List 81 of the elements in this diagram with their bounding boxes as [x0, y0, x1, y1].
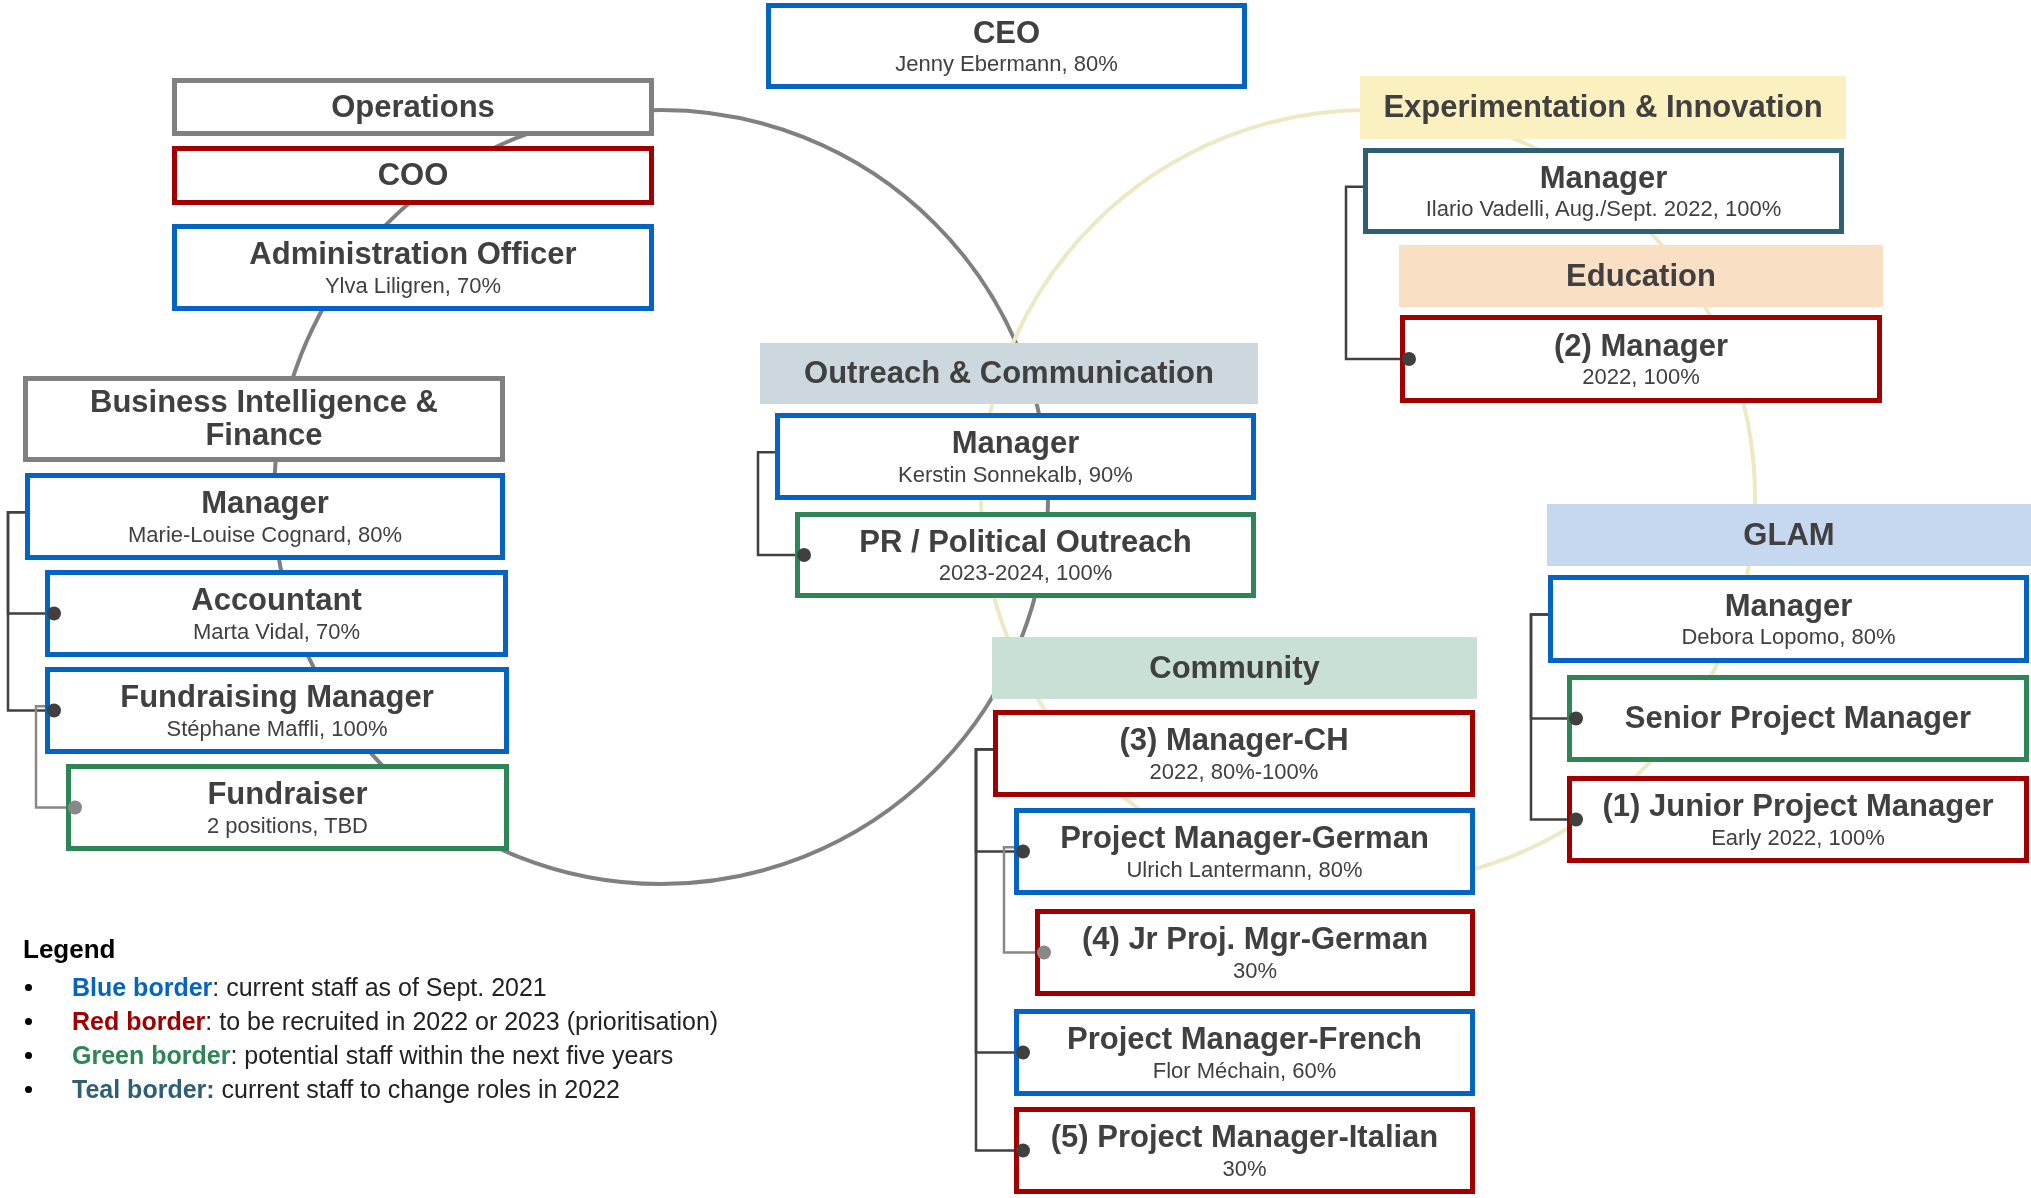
role-title: Outreach & Communication — [804, 357, 1214, 390]
position-box — [45, 570, 508, 657]
role-title: Manager — [1539, 161, 1668, 195]
position-box — [795, 512, 1256, 598]
unit-header — [1547, 504, 2031, 566]
staff-detail: 2022, 100% — [1582, 365, 1700, 389]
role-title: Fundraising Manager — [120, 681, 434, 714]
role-title: Community — [1149, 651, 1320, 685]
role-title: (3) Manager-CH — [1119, 724, 1349, 757]
position-box — [1014, 1107, 1475, 1194]
position-box — [172, 146, 654, 205]
role-title: (5) Project Manager-Italian — [1050, 1121, 1439, 1154]
staff-detail: 30% — [1232, 958, 1277, 982]
position-box — [1014, 1009, 1475, 1096]
staff-detail: Debora Lopomo, 80% — [1681, 625, 1896, 649]
connector-line — [1529, 613, 1583, 827]
legend-item: Green border: potential staff within the next five years — [72, 1038, 719, 1072]
unit-header — [23, 376, 505, 462]
role-title: Manager — [201, 487, 329, 520]
role-title: Business Intelligence & Finance — [89, 386, 439, 452]
staff-detail: Ylva Liligren, 70% — [324, 273, 502, 297]
unit-header — [172, 78, 654, 136]
staff-detail: Kerstin Sonnekalb, 90% — [898, 462, 1133, 486]
role-title: (4) Jr Proj. Mgr-German — [1081, 923, 1429, 956]
position-box — [172, 224, 654, 311]
position-box — [993, 710, 1475, 797]
role-title: Administration Officer — [249, 238, 577, 271]
role-title: Operations — [331, 90, 495, 124]
staff-detail: Ulrich Lantermann, 80% — [1126, 857, 1363, 881]
role-title: Project Manager-French — [1067, 1023, 1422, 1056]
staff-detail: 2023-2024, 100% — [938, 561, 1113, 585]
position-box — [1567, 776, 2029, 863]
staff-detail: 30% — [1222, 1156, 1267, 1180]
role-title: Senior Project Manager — [1624, 702, 1972, 735]
unit-header — [1399, 245, 1883, 307]
role-title: Manager — [1724, 589, 1853, 623]
staff-detail: Marta Vidal, 70% — [192, 619, 361, 643]
legend-item: Red border: to be recruited in 2022 or 2023 (prioritisation) — [72, 1004, 719, 1038]
connector-line — [6, 510, 61, 718]
connector-line — [34, 704, 82, 815]
unit-header — [760, 343, 1258, 404]
legend-item: Blue border: current staff as of Sept. 2021 — [72, 970, 719, 1004]
legend-item: Teal border: current staff to change roles in 2022 — [72, 1072, 719, 1106]
staff-detail: Early 2022, 100% — [1711, 825, 1885, 849]
position-box — [1400, 315, 1882, 403]
position-box — [766, 3, 1247, 89]
position-box — [1548, 575, 2029, 663]
staff-detail: 2022, 80%-100% — [1149, 759, 1319, 783]
role-title: Project Manager-German — [1060, 822, 1429, 855]
staff-detail: Flor Méchain, 60% — [1152, 1058, 1337, 1082]
connector-line — [756, 450, 811, 562]
position-box — [66, 764, 509, 851]
staff-detail: Jenny Ebermann, 80% — [895, 52, 1118, 76]
position-box — [45, 667, 509, 754]
staff-detail: Ilario Vadelli, Aug./Sept. 2022, 100% — [1425, 197, 1782, 221]
staff-detail: 2 positions, TBD — [207, 813, 368, 837]
unit-header — [992, 637, 1477, 699]
role-title: PR / Political Outreach — [859, 525, 1192, 559]
position-box — [1035, 909, 1475, 996]
role-title: CEO — [972, 16, 1041, 50]
role-title: (1) Junior Project Manager — [1602, 790, 1994, 823]
unit-header — [1360, 76, 1846, 139]
role-title: Experimentation & Innovation — [1383, 91, 1823, 124]
position-box — [775, 413, 1256, 500]
connector-line — [1344, 185, 1416, 366]
role-title: Manager — [951, 427, 1080, 460]
staff-detail: Stéphane Maffli, 100% — [166, 716, 388, 740]
connector-line — [1002, 845, 1051, 960]
role-title: Accountant — [191, 584, 362, 617]
role-title: GLAM — [1743, 518, 1835, 552]
connector-line — [974, 747, 1030, 1158]
staff-detail: Marie-Louise Cognard, 80% — [128, 522, 402, 546]
role-title: Fundraiser — [207, 778, 368, 811]
position-box — [25, 473, 505, 560]
role-title: (2) Manager — [1554, 329, 1728, 363]
position-box — [1567, 675, 2029, 762]
role-title: COO — [377, 159, 449, 192]
role-title: Education — [1566, 259, 1716, 293]
position-box — [1363, 148, 1844, 234]
legend-title: Legend — [23, 934, 116, 965]
position-box — [1014, 808, 1475, 895]
